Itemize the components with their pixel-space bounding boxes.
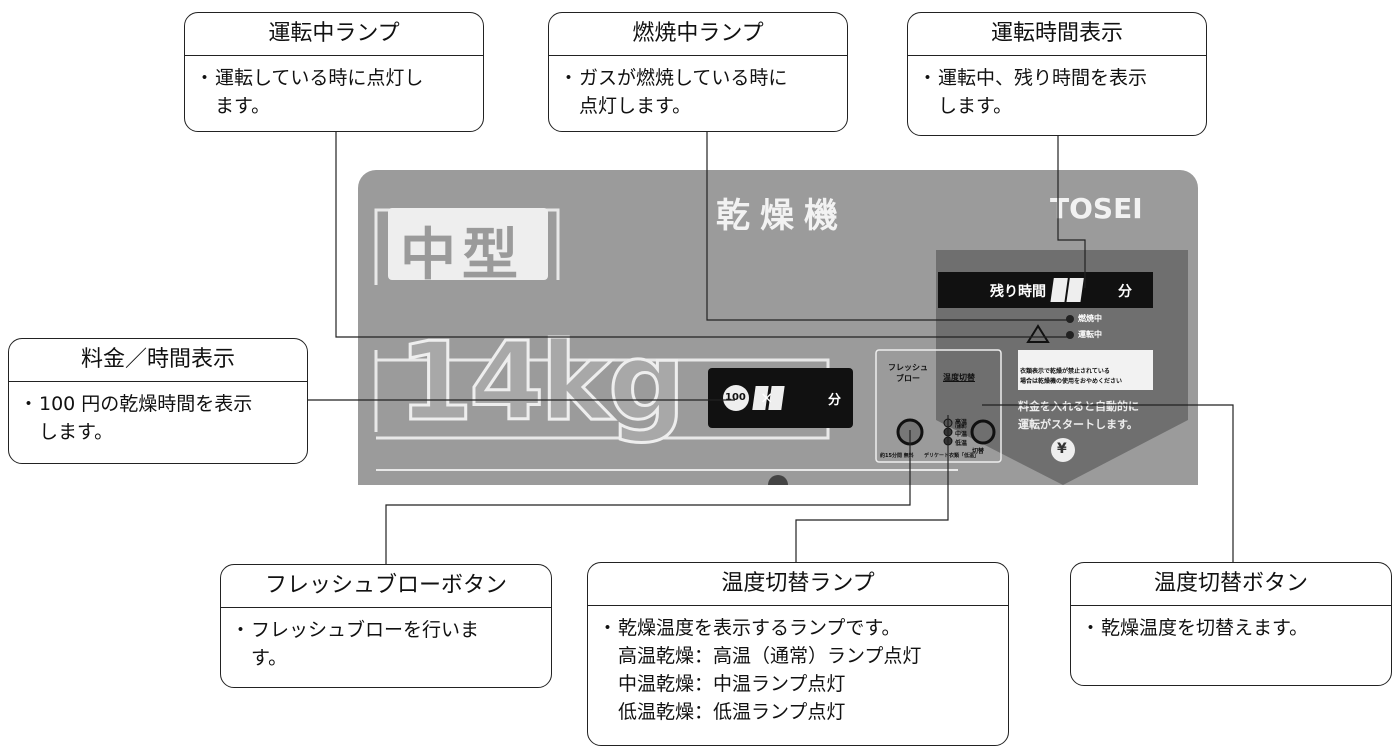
callout-line: ます。 <box>215 95 271 117</box>
yen-symbol: ¥ <box>1057 441 1067 457</box>
callout-line: 点灯します。 <box>579 95 692 117</box>
bullet: ・ <box>559 67 579 89</box>
callout-line: します。 <box>39 421 114 443</box>
start-note-line-1: 料金を入れると自動的に <box>1018 400 1139 413</box>
brand-logo: TOSEI <box>1050 192 1143 225</box>
dryer-panel: 中型 乾燥機 TOSEI 14kg 残り時間 分 燃焼中 運転中 衣類表示で乾燥… <box>358 170 1198 485</box>
start-note-line-2: 運転がスタートします。 <box>1018 418 1138 431</box>
warning-line-2: 場合は乾燥機の使用をおやめください <box>1020 378 1123 385</box>
bullet: ・ <box>195 67 215 89</box>
temp-high-label: 高温 <box>955 419 968 426</box>
bullet: ・ <box>598 617 618 639</box>
bullet: ・ <box>918 67 938 89</box>
callout-title: 料金／時間表示 <box>9 339 307 382</box>
callout-temp-button: 温度切替ボタン ・ 乾燥温度を切替えます。 <box>1070 562 1392 686</box>
temp-low-label: 低温 <box>955 440 968 447</box>
temp-high-sub-label: (標準) <box>955 424 967 429</box>
bullet: ・ <box>1081 617 1101 639</box>
callout-line: ガスが燃焼している時に <box>579 67 788 89</box>
callout-line: 運転している時に点灯し <box>215 67 424 89</box>
fresh-blow-button <box>896 418 924 446</box>
callout-time-display: 運転時間表示 ・ 運転中、残り時間を表示 します。 <box>907 12 1207 136</box>
callout-title: 温度切替ボタン <box>1071 563 1391 606</box>
temp-mid-label: 中温 <box>955 431 968 438</box>
burning-lamp-indicator <box>1066 315 1074 323</box>
product-name: 乾燥機 <box>716 196 848 236</box>
running-lamp-indicator <box>1066 331 1074 339</box>
callout-fresh-blow: フレッシュブローボタン ・ フレッシュブローを行いま す。 <box>220 564 552 688</box>
switch-label: 切替 <box>972 448 985 455</box>
callout-title: 温度切替ランプ <box>588 563 1008 606</box>
callout-title: 燃焼中ランプ <box>549 13 847 56</box>
callout-running-lamp: 運転中ランプ ・ 運転している時に点灯し ます。 <box>184 12 484 132</box>
bullet: ・ <box>231 619 251 641</box>
temp-switch-label: 温度切替 <box>943 373 975 382</box>
callout-burning-lamp: 燃焼中ランプ ・ ガスが燃焼している時に 点灯します。 <box>548 12 848 132</box>
burning-lamp-label: 燃焼中 <box>1078 314 1102 323</box>
callout-title: フレッシュブローボタン <box>221 565 551 608</box>
remaining-minute-unit: 分 <box>1118 284 1132 300</box>
fee-minute-unit: 分 <box>828 393 842 408</box>
fresh-blow-label: フレッシュ ブロー <box>888 363 928 383</box>
callout-line: 100 円の乾燥時間を表示 <box>39 393 253 415</box>
coin-value: 100 <box>725 392 746 403</box>
capacity-label: 14kg <box>396 319 686 447</box>
bullet: ・ <box>19 393 39 415</box>
callout-line: フレッシュブローを行いま <box>251 619 480 641</box>
warning-line-1: 衣類表示で乾燥が禁止されている <box>1020 368 1110 375</box>
callout-line: します。 <box>938 95 1013 117</box>
fresh-blow-note: 約15分間 無料 <box>880 453 914 459</box>
callout-line: 乾燥温度を表示するランプです。 <box>618 617 901 639</box>
callout-title: 運転時間表示 <box>908 13 1206 56</box>
callout-line: 低温乾燥：低温ランプ点灯 <box>618 701 846 723</box>
remaining-time-label: 残り時間 <box>990 284 1046 300</box>
callout-line: 運転中、残り時間を表示 <box>938 67 1148 89</box>
callout-line: 乾燥温度を切替えます。 <box>1101 617 1309 639</box>
warning-box <box>1018 350 1153 390</box>
size-label: 中型 <box>400 223 524 288</box>
callout-line: す。 <box>251 647 288 669</box>
callout-line: 高温乾燥：高温（通常）ランプ点灯 <box>618 645 922 667</box>
callout-temp-lamp: 温度切替ランプ ・ 乾燥温度を表示するランプです。 高温乾燥：高温（通常）ランプ… <box>587 562 1009 746</box>
coin-icon <box>723 385 749 411</box>
callout-line: 中温乾燥：中温ランプ点灯 <box>618 673 846 695</box>
times-symbol: × <box>760 388 774 407</box>
callout-title: 運転中ランプ <box>185 13 483 56</box>
delicate-note: デリケート衣類「低温」 <box>924 453 980 459</box>
running-lamp-label: 運転中 <box>1078 330 1102 339</box>
callout-fee-display: 料金／時間表示 ・ 100 円の乾燥時間を表示 します。 <box>8 338 308 464</box>
